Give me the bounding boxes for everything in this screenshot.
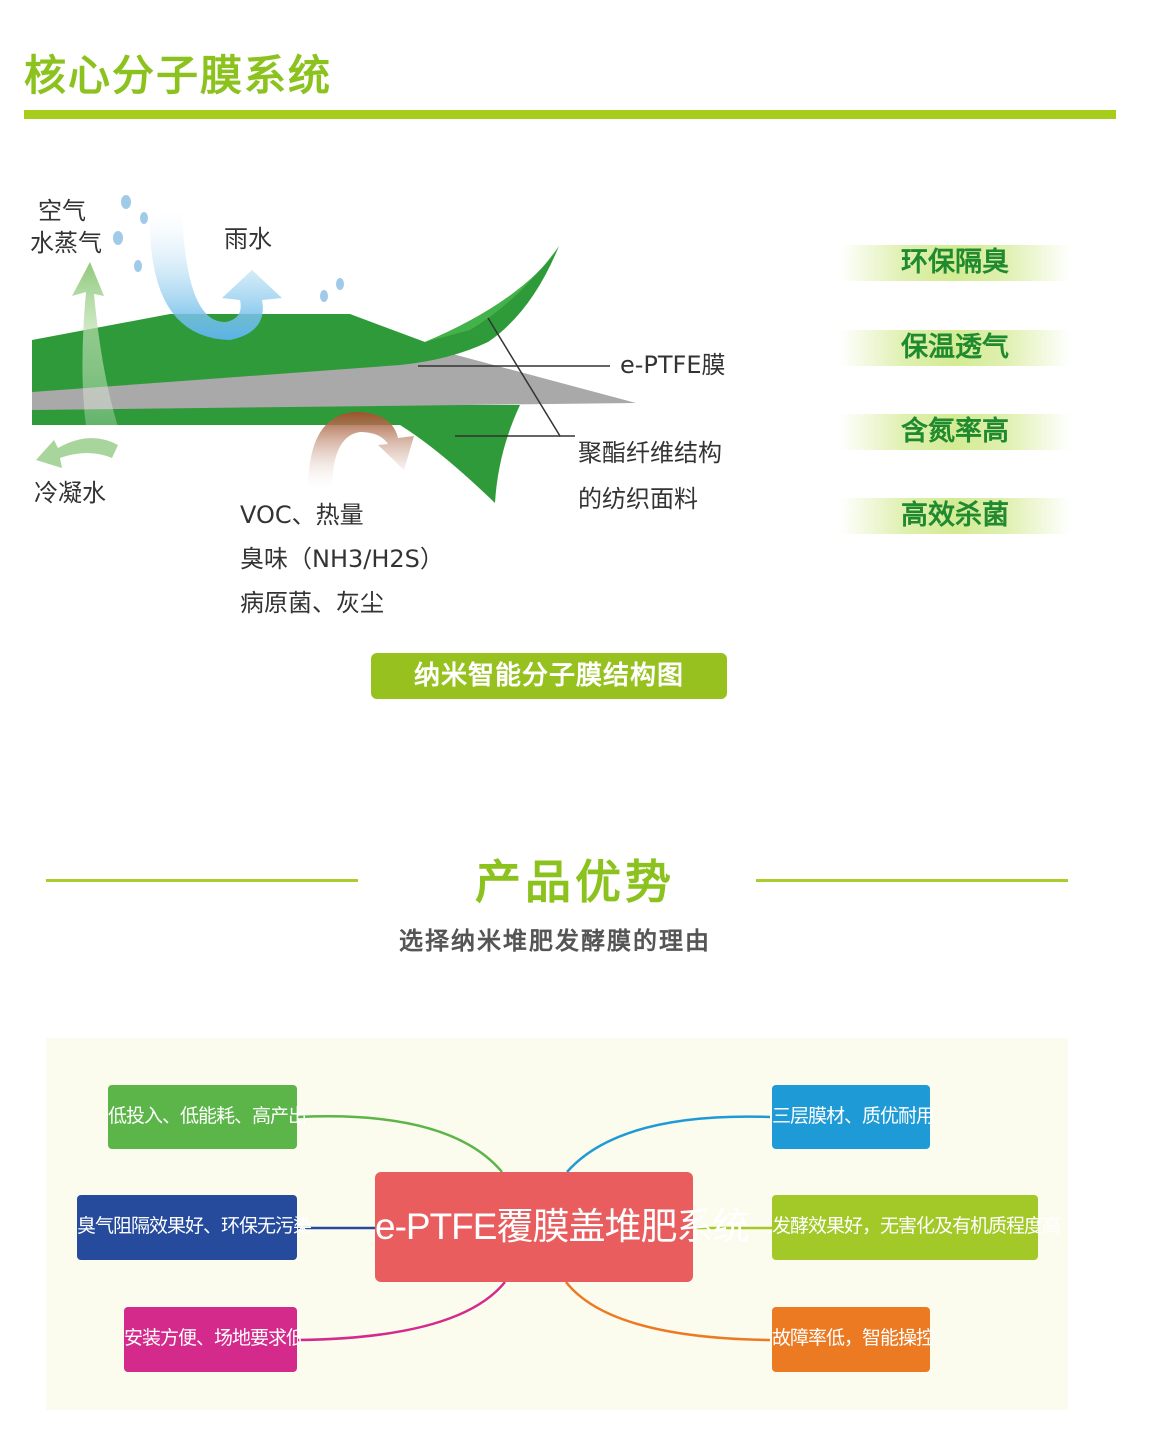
feature-breathable: 保温透气 bbox=[840, 330, 1070, 366]
label-fabric-2: 的纺织面料 bbox=[578, 485, 698, 513]
label-pollutants-3: 病原菌、灰尘 bbox=[240, 589, 384, 617]
diagram-caption: 纳米智能分子膜结构图 bbox=[371, 653, 727, 699]
label-rain: 雨水 bbox=[224, 225, 272, 253]
center-node: e-PTFE覆膜盖堆肥系统 bbox=[375, 1172, 749, 1282]
rain-arrow bbox=[149, 210, 282, 340]
label-eptfe: e-PTFE膜 bbox=[620, 351, 726, 379]
advantage-subtitle: 选择纳米堆肥发酵膜的理由 bbox=[399, 927, 711, 955]
label-water-vapor: 水蒸气 bbox=[30, 229, 102, 257]
feature-nitrogen: 含氮率高 bbox=[840, 414, 1070, 450]
label-condensate: 冷凝水 bbox=[34, 479, 106, 507]
voc-arrow bbox=[308, 412, 414, 490]
label-pollutants-1: VOC、热量 bbox=[240, 501, 364, 529]
node-easy-install: 安装方便、场地要求低 bbox=[124, 1307, 305, 1372]
node-three-layer: 三层膜材、质优耐用 bbox=[772, 1085, 935, 1149]
label-air: 空气 bbox=[38, 197, 86, 225]
node-fermentation: 发酵效果好，无害化及有机质程度高 bbox=[772, 1195, 1061, 1260]
water-drops-icon bbox=[113, 195, 344, 302]
fabric-top-layer bbox=[32, 246, 559, 392]
leader-lines bbox=[418, 317, 610, 437]
advantage-rule-left bbox=[46, 879, 358, 882]
fabric-bottom-layer bbox=[32, 405, 520, 503]
membrane-diagram bbox=[32, 195, 636, 503]
node-low-failure: 故障率低，智能操控 bbox=[772, 1307, 935, 1372]
advantage-title: 产品优势 bbox=[475, 855, 675, 909]
title-divider bbox=[24, 110, 1116, 119]
feature-odor-isolation: 环保隔臭 bbox=[840, 245, 1070, 281]
advantage-rule-right bbox=[756, 879, 1068, 882]
vapor-arrow bbox=[72, 262, 122, 440]
label-fabric-1: 聚酯纤维结构 bbox=[578, 439, 722, 467]
condensate-arrow bbox=[36, 438, 118, 468]
section-title: 核心分子膜系统 bbox=[24, 51, 333, 100]
node-odor-barrier: 臭气阻隔效果好、环保无污染 bbox=[77, 1195, 312, 1260]
feature-sterilization: 高效杀菌 bbox=[840, 498, 1070, 534]
node-low-investment: 低投入、低能耗、高产出 bbox=[108, 1085, 307, 1149]
label-pollutants-2: 臭味（NH3/H2S） bbox=[240, 545, 444, 573]
eptfe-layer bbox=[32, 348, 636, 410]
